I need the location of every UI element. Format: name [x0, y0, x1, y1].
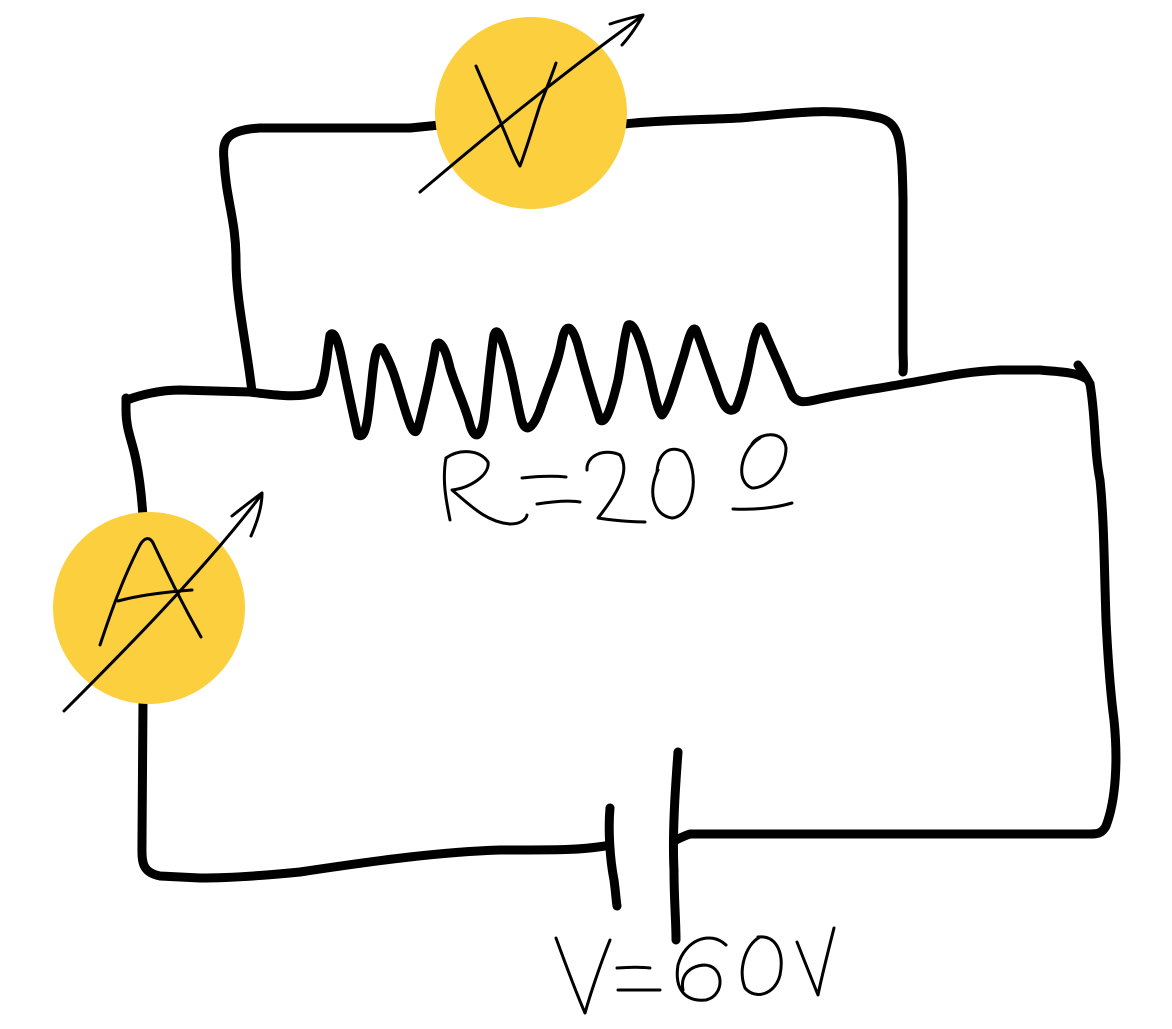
resistor-label-digit-2: [585, 450, 647, 524]
battery-label-v: [554, 936, 612, 1015]
resistor-label-digit-0: [651, 447, 695, 520]
ammeter-crossbar: [116, 588, 194, 603]
right-wire: [671, 379, 1121, 845]
voltmeter-branch-wire: [219, 120, 445, 397]
battery-label: [554, 926, 836, 1015]
resistor-label-equals-top: [520, 474, 568, 480]
resistor-label-r: [442, 450, 529, 526]
bottom-wire: [137, 695, 610, 883]
resistor-zigzag: [313, 320, 820, 441]
resistor-label-equals-bottom: [535, 499, 582, 506]
ammeter[interactable]: [53, 491, 264, 713]
ammeter-arrowhead: [230, 491, 264, 538]
voltmeter-arrowhead: [608, 13, 645, 47]
voltmeter[interactable]: [418, 13, 645, 209]
voltmeter-branch-wire-right: [619, 107, 908, 377]
battery-label-v2: [795, 926, 836, 997]
voltmeter-letter-v: [474, 61, 558, 168]
main-top-wire-right: [810, 365, 1090, 405]
resistor-label-text: R=20Ω: [615, 499, 619, 501]
voltmeter-body: [435, 17, 627, 209]
left-wire-top: [121, 393, 148, 523]
battery-label-equals-top: [615, 965, 652, 970]
ammeter-body: [53, 512, 245, 704]
resistor-label-omega: [731, 433, 794, 511]
ammeter-variable-arrow-icon: [62, 492, 264, 713]
battery-long-plate: [668, 747, 683, 945]
battery-label-text: V=60V: [695, 989, 699, 991]
battery-label-digit-6: [675, 936, 728, 1002]
resistor-label: [442, 433, 794, 526]
battery-label-digit-0: [740, 935, 783, 996]
main-top-wire-left: [122, 385, 323, 405]
voltmeter-variable-arrow-icon: [418, 14, 644, 194]
battery-short-plate: [604, 803, 622, 911]
